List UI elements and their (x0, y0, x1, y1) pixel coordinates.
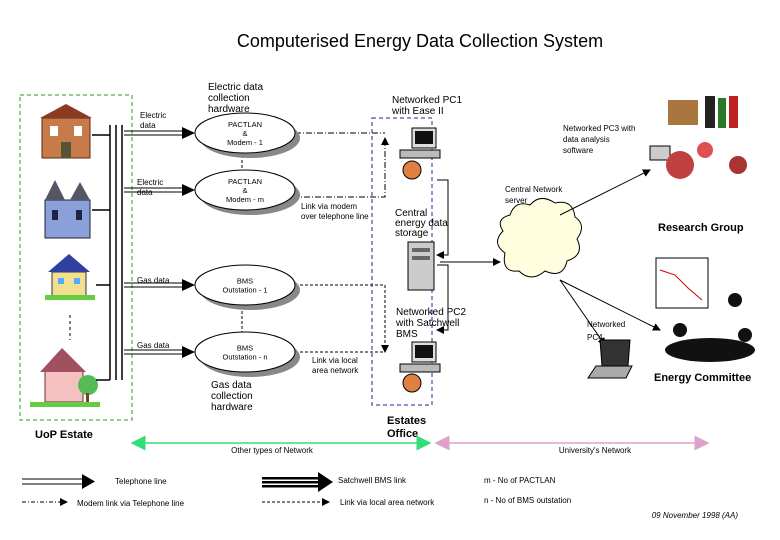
node-ellipse (194, 112, 296, 154)
legend-telephone-label: Telephone line (115, 477, 167, 486)
node-ellipse (194, 331, 296, 373)
date-footer: 09 November 1998 (AA) (652, 511, 739, 520)
legend-modem-label: Modem link via Telephone line (77, 499, 185, 508)
collection-node: PACTLAN&Modem - m (194, 169, 300, 215)
energy-committee-label: Energy Committee (654, 372, 751, 384)
node-ellipse (194, 264, 296, 306)
other-network-label: Other types of Network (231, 446, 314, 455)
office-internal-links (436, 179, 501, 334)
legend-satchwell-label: Satchwell BMS link (338, 476, 407, 485)
input-label: Gas data (137, 276, 170, 285)
lan-links (295, 284, 389, 353)
research-group-icon (649, 96, 747, 179)
telephone-line-bus (92, 125, 123, 381)
legend-modem-swatch (22, 498, 68, 506)
building-icon (40, 104, 92, 159)
university-network-links (559, 169, 661, 346)
legend-telephone-swatch (22, 474, 95, 489)
laptop-icon (587, 339, 633, 379)
node-ellipse (194, 169, 296, 211)
legend-m-note: m - No of PACTLAN (484, 476, 556, 485)
house-icon (30, 348, 100, 407)
modem-links (293, 132, 389, 198)
server-tower-icon (407, 241, 435, 291)
estate-label: UoP Estate (35, 429, 93, 441)
input-arrow (124, 346, 195, 358)
input-arrow (124, 127, 195, 139)
input-arrows (124, 127, 195, 358)
node-label: PACTLAN&Modem - 1 (227, 120, 263, 147)
research-group-label: Research Group (658, 222, 744, 234)
legend-satchwell-swatch (262, 472, 333, 492)
input-arrow (124, 184, 195, 196)
estate-boundary (19, 94, 133, 421)
input-arrow (124, 279, 195, 291)
house-icon (45, 254, 95, 300)
building-icon (44, 180, 91, 239)
legend: Telephone line Satchwell BMS link m - No… (22, 472, 571, 508)
pc1-computer-icon (399, 127, 441, 180)
collection-node: PACTLAN&Modem - 1 (194, 112, 300, 158)
legend-n-note: n - No of BMS outstation (484, 496, 571, 505)
university-network-label: University's Network (559, 446, 632, 455)
energy-committee-icon (655, 257, 755, 362)
input-label: Gas data (137, 341, 170, 350)
central-network-server-icon (497, 198, 582, 278)
legend-lan-swatch (262, 498, 330, 506)
legend-lan-label: Link via local area network (340, 498, 435, 507)
diagram-title: Computerised Energy Data Collection Syst… (237, 31, 603, 51)
node-label: PACTLAN&Modem - m (226, 177, 264, 204)
pc2-computer-icon (399, 341, 441, 393)
